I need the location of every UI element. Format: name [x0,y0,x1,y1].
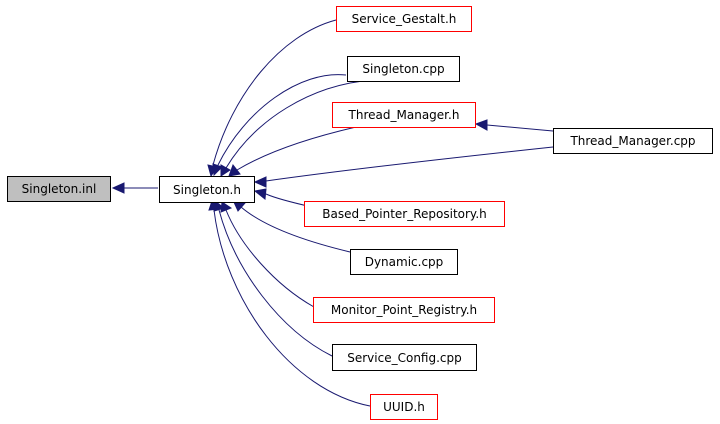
edge-service-config-to-singleton-h [218,209,333,357]
edge-service-gestalt-to-singleton-h [212,19,337,166]
arrowhead-singleton-inl [111,182,125,194]
edge-dynamic-to-singleton-h [240,206,351,253]
node-singleton-inl[interactable]: Singleton.inl [7,176,111,202]
node-thread-manager-h[interactable]: Thread_Manager.h [332,102,476,128]
arrowhead-from-singleton-cpp-lower [220,164,231,177]
edge-thread-manager-h-to-singleton-h [236,126,357,171]
arrowhead-thread-manager-h [474,119,488,131]
arrowhead-from-thread-manager-h [228,163,241,177]
edge-singleton-cpp-to-singleton-h-lower [225,79,373,169]
arrowhead-from-based-pointer [253,188,267,200]
arrowhead-from-uuid [208,200,221,211]
edge-singleton-cpp-to-singleton-h [217,74,347,166]
arrowhead-from-singleton-cpp [212,163,223,177]
edge-thread-manager-cpp-to-thread-manager-h [486,124,554,132]
node-singleton-h[interactable]: Singleton.h [159,176,255,203]
node-dynamic-cpp[interactable]: Dynamic.cpp [350,249,458,275]
node-based-pointer-repository-h[interactable]: Based_Pointer_Repository.h [304,201,505,227]
node-service-config-cpp[interactable]: Service_Config.cpp [332,344,477,371]
edge-uuid-to-singleton-h [213,209,371,407]
arrowhead-from-thread-manager-cpp [253,176,267,188]
node-service-gestalt-h[interactable]: Service_Gestalt.h [336,6,472,32]
node-thread-manager-cpp[interactable]: Thread_Manager.cpp [553,128,713,154]
node-monitor-point-registry-h[interactable]: Monitor_Point_Registry.h [313,297,495,323]
edge-monitor-point-to-singleton-h [225,209,315,308]
node-uuid-h[interactable]: UUID.h [370,394,438,420]
edge-thread-manager-cpp-to-singleton-h [265,146,554,182]
node-singleton-cpp[interactable]: Singleton.cpp [347,56,460,82]
